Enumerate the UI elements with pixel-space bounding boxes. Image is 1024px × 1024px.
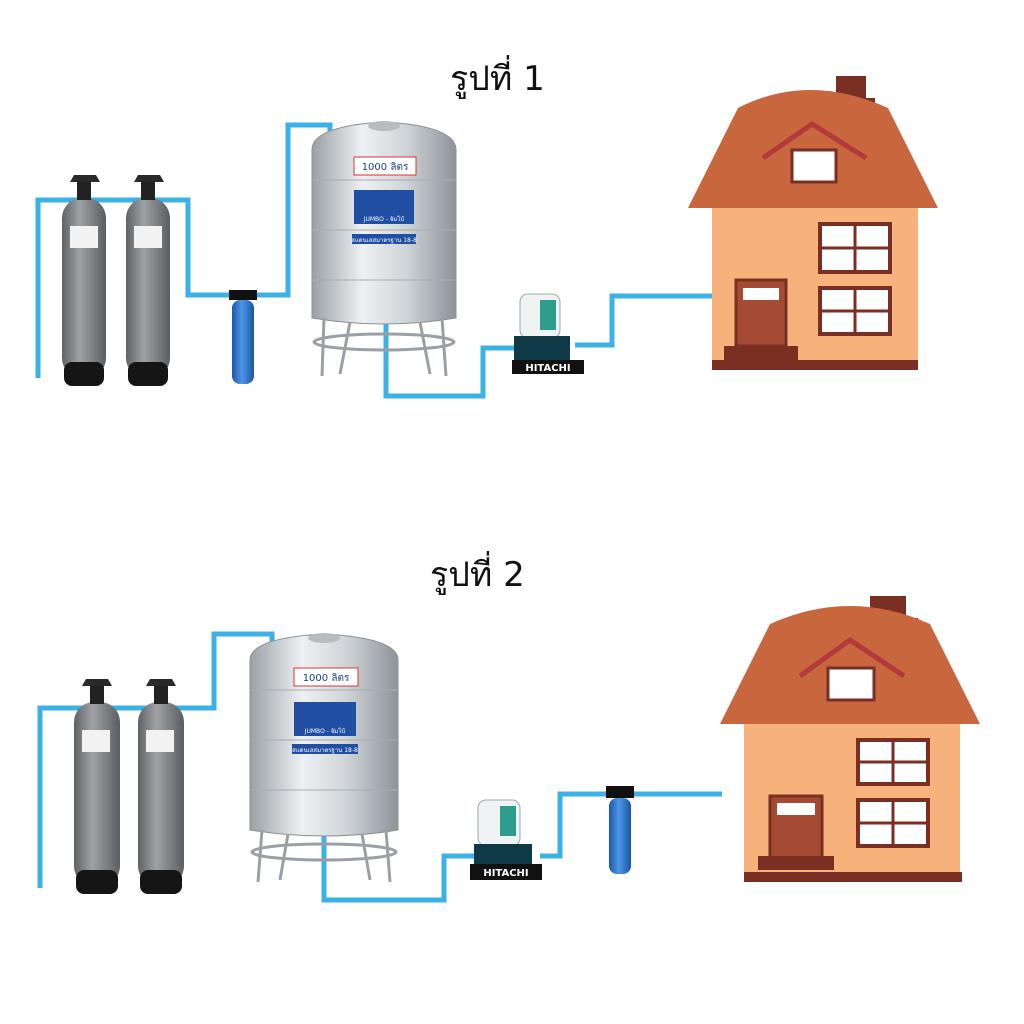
pipe-tank-to-pump xyxy=(383,312,520,399)
tank-standard-label: สแตนเลสมาตรฐาน 18-8 xyxy=(292,747,358,754)
water-pump: HITACHI xyxy=(512,293,584,374)
cartridge-filter xyxy=(606,786,634,874)
diagram-panel-2: 1000 ลิตร JUMBO - จัมโบ้ สแตนเลสมาตรฐาน … xyxy=(0,500,1024,1012)
pipe-inlet xyxy=(35,197,240,378)
pump-brand-label: HITACHI xyxy=(525,363,570,374)
filter-tanks xyxy=(74,679,184,894)
pipe-pump-to-house xyxy=(575,293,712,348)
pipes xyxy=(35,122,712,399)
water-pump: HITACHI xyxy=(470,799,542,880)
filter-tank xyxy=(126,175,170,386)
water-tank: 1000 ลิตร JUMBO - จัมโบ้ สแตนเลสมาตรฐาน … xyxy=(249,633,399,883)
pipe-tank-to-pump xyxy=(321,822,478,903)
tank-brand-label: JUMBO - จัมโบ้ xyxy=(363,215,405,223)
tank-brand-label: JUMBO - จัมโบ้ xyxy=(304,727,346,735)
panel-2-title: รูปที่ 2 xyxy=(430,555,525,595)
filter-tank xyxy=(74,679,120,894)
filter-tank xyxy=(62,175,106,386)
house xyxy=(688,76,938,370)
pump-brand-label: HITACHI xyxy=(483,868,528,879)
pipe-inlet xyxy=(37,631,275,888)
tank-capacity-label: 1000 ลิตร xyxy=(303,673,350,684)
filter-tanks xyxy=(62,175,170,386)
water-tank: 1000 ลิตร JUMBO - จัมโบ้ สแตนเลสมาตรฐาน … xyxy=(311,121,457,377)
cartridge-filter xyxy=(229,290,257,384)
panel-1-title: รูปที่ 1 xyxy=(450,59,545,99)
pipe-pump-to-filter xyxy=(540,791,608,859)
panel-1-scene: 1000 ลิตร JUMBO - จัมโบ้ สแตนเลสมาตรฐาน … xyxy=(35,76,938,399)
pipes xyxy=(37,631,722,903)
filter-tank xyxy=(138,679,184,894)
pipe-filter-to-tank xyxy=(250,122,333,298)
diagram-panel-1: 1000 ลิตร JUMBO - จัมโบ้ สแตนเลสมาตรฐาน … xyxy=(35,59,938,399)
tank-capacity-label: 1000 ลิตร xyxy=(362,162,409,173)
tank-standard-label: สแตนเลสมาตรฐาน 18-8 xyxy=(351,237,417,244)
panel-2-scene: 1000 ลิตร JUMBO - จัมโบ้ สแตนเลสมาตรฐาน … xyxy=(37,596,980,903)
house xyxy=(720,596,980,882)
